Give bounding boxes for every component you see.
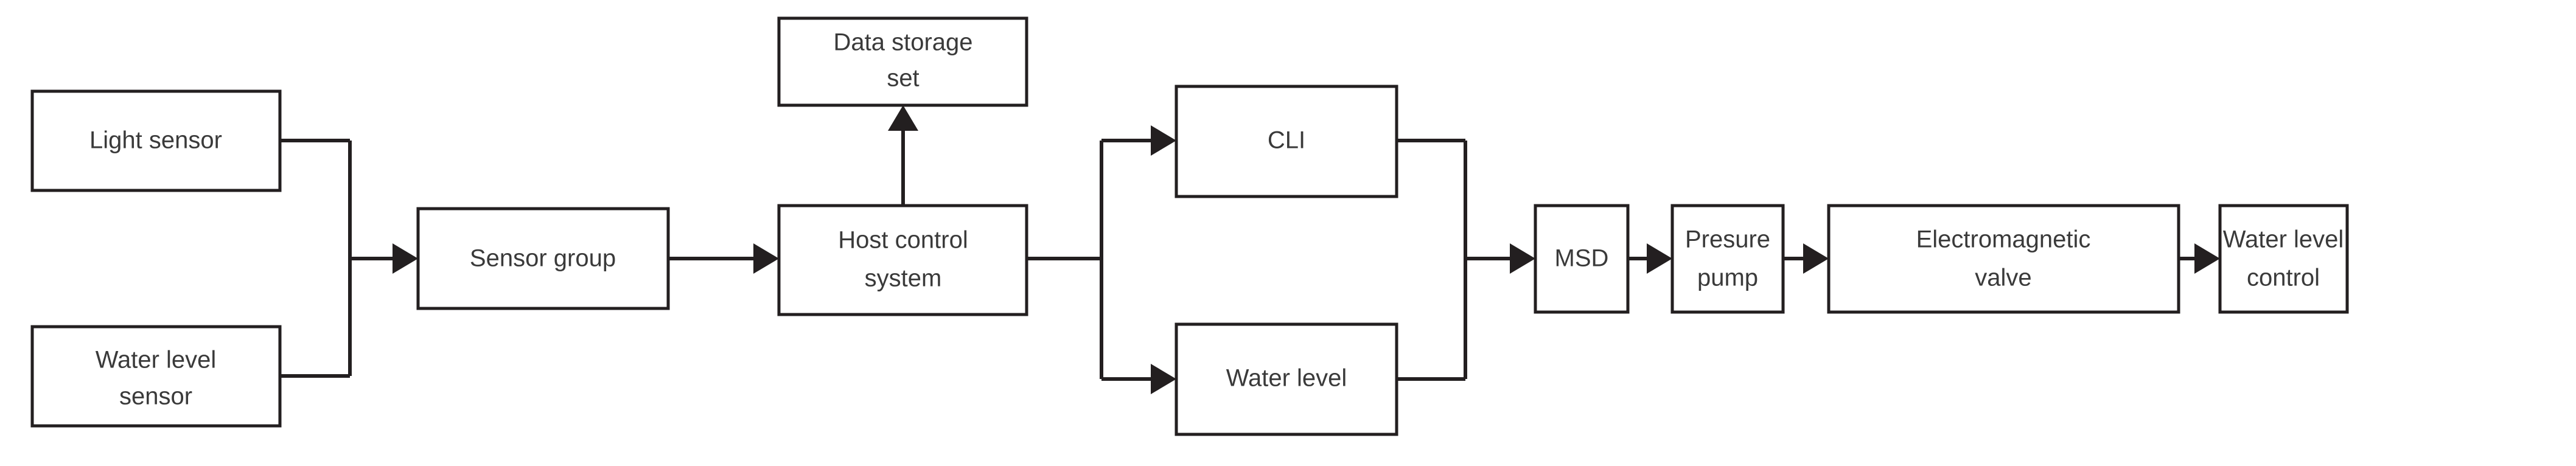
- arrowhead-icon: [1151, 364, 1176, 394]
- node-sensor-group-box[interactable]: [416, 207, 670, 310]
- node-msd-label: MSD: [1555, 245, 1609, 272]
- node-cli-label: CLI: [1268, 127, 1305, 154]
- edge-sensor-group-to-host-control-system: [668, 243, 779, 274]
- node-msd-box[interactable]: [1534, 204, 1630, 314]
- node-sensor-group[interactable]: Sensor group: [416, 207, 670, 310]
- arrowhead-icon: [1803, 243, 1829, 274]
- arrowhead-icon: [888, 105, 918, 131]
- node-light-sensor-label: Light sensor: [89, 127, 222, 154]
- node-data-storage-set-label-line2: set: [887, 65, 919, 92]
- node-water-level-sensor-box[interactable]: [30, 325, 282, 428]
- node-water-level-label: Water level: [1226, 365, 1347, 392]
- node-host-control-system[interactable]: Host control system: [777, 204, 1028, 316]
- node-presure-pump-label-line1: Presure: [1685, 226, 1770, 253]
- edge-electromagnetic-valve-to-water-level-control: [2179, 243, 2220, 274]
- node-electromagnetic-valve-label-line2: valve: [1975, 265, 2031, 291]
- node-layer: Light sensor Water level sensor Sensor g…: [30, 16, 2349, 436]
- node-data-storage-set[interactable]: Data storage set: [777, 16, 1028, 107]
- node-msd[interactable]: MSD: [1534, 204, 1630, 314]
- arrowhead-icon: [393, 243, 418, 274]
- node-electromagnetic-valve-box[interactable]: [1827, 204, 2180, 314]
- edge-host-control-system-to-cli: [1101, 125, 1176, 156]
- node-electromagnetic-valve[interactable]: Electromagnetic valve: [1827, 204, 2180, 314]
- node-cli-box[interactable]: [1175, 85, 1398, 198]
- node-light-sensor-box[interactable]: [30, 89, 282, 192]
- node-host-control-system-label-line2: system: [865, 265, 942, 292]
- edge-host-control-system-to-water-level: [1101, 364, 1176, 394]
- node-presure-pump-box[interactable]: [1670, 204, 1785, 314]
- arrowhead-icon: [1151, 125, 1176, 156]
- node-electromagnetic-valve-label-line1: Electromagnetic: [1916, 226, 2091, 253]
- node-sensor-group-label: Sensor group: [470, 245, 616, 272]
- node-light-sensor[interactable]: Light sensor: [30, 89, 282, 192]
- arrowhead-icon: [753, 243, 779, 274]
- arrowhead-icon: [1647, 243, 1672, 274]
- node-presure-pump-label-line2: pump: [1697, 265, 1758, 291]
- node-water-level-sensor[interactable]: Water level sensor: [30, 325, 282, 428]
- node-water-level-control-label-line1: Water level: [2223, 226, 2344, 253]
- node-water-level-control-box[interactable]: [2218, 204, 2349, 314]
- node-water-level[interactable]: Water level: [1175, 322, 1398, 436]
- node-water-level-sensor-label-line1: Water level: [96, 347, 217, 374]
- node-data-storage-set-label-line1: Data storage: [833, 29, 972, 56]
- edge-presure-pump-to-electromagnetic-valve: [1783, 243, 1829, 274]
- edge-msd-to-presure-pump: [1628, 243, 1672, 274]
- edge-layer: [280, 105, 2220, 394]
- arrowhead-icon: [1510, 243, 1535, 274]
- edge-host-control-system-split-bus: [1027, 141, 1103, 379]
- node-presure-pump[interactable]: Presure pump: [1670, 204, 1785, 314]
- node-water-level-control-label-line2: control: [2247, 265, 2320, 291]
- edge-host-control-system-to-data-storage-set: [888, 105, 918, 206]
- node-water-level-sensor-label-line2: sensor: [119, 383, 192, 410]
- node-host-control-system-box[interactable]: [777, 204, 1028, 316]
- edge-sensor-merge-bus: [348, 141, 418, 376]
- edge-cli-water-level-merge-bus: [1464, 141, 1535, 379]
- node-data-storage-set-box[interactable]: [777, 16, 1028, 107]
- arrowhead-icon: [2194, 243, 2220, 274]
- node-water-level-control[interactable]: Water level control: [2218, 204, 2349, 314]
- node-host-control-system-label-line1: Host control: [838, 227, 968, 254]
- node-cli[interactable]: CLI: [1175, 85, 1398, 198]
- node-water-level-box[interactable]: [1175, 322, 1398, 436]
